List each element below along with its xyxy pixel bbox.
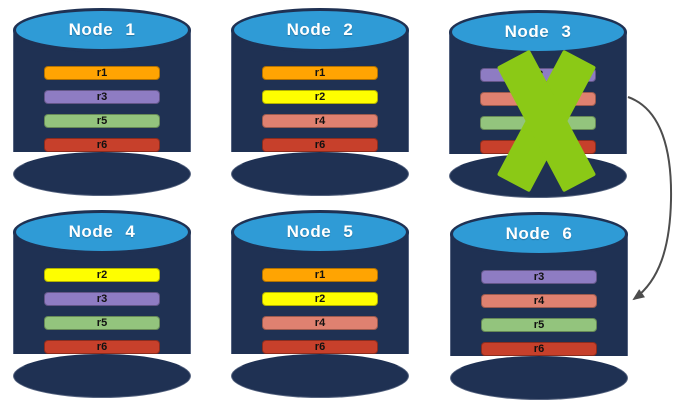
node-4-cylinder: Node 4 r2 r3 r5 r6 xyxy=(13,210,191,398)
record-row: r6 xyxy=(481,342,597,356)
record-row: r3 xyxy=(481,270,597,284)
record-list: r3 r4 r5 r6 xyxy=(480,68,596,164)
record-row: r2 xyxy=(44,268,160,282)
node-title: Node 3 xyxy=(504,22,572,41)
node-title: Node 2 xyxy=(286,20,354,39)
cylinder-top: Node 4 xyxy=(13,210,191,254)
record-list: r1 r2 r4 r6 xyxy=(262,66,378,162)
cylinder-bottom xyxy=(231,152,409,196)
record-row: r1 xyxy=(262,66,378,80)
record-row: r4 xyxy=(481,294,597,308)
node-3-cylinder: Node 3 r3 r4 r5 r6 xyxy=(449,10,627,198)
node-title: Node 6 xyxy=(505,224,573,243)
record-row: r6 xyxy=(262,138,378,152)
node-title: Node 5 xyxy=(286,222,354,241)
record-row: r1 xyxy=(44,66,160,80)
cylinder-bottom xyxy=(13,354,191,398)
record-row: r3 xyxy=(480,68,596,82)
cylinder-bottom xyxy=(450,356,628,400)
record-row: r5 xyxy=(44,316,160,330)
node-title: Node 4 xyxy=(68,222,136,241)
cylinder-top: Node 5 xyxy=(231,210,409,254)
node-6-cylinder: Node 6 r3 r4 r5 r6 xyxy=(450,212,628,400)
cylinder-top: Node 2 xyxy=(231,8,409,52)
record-row: r4 xyxy=(262,114,378,128)
cylinder-top: Node 3 xyxy=(449,10,627,54)
record-row: r6 xyxy=(44,138,160,152)
record-row: r2 xyxy=(262,292,378,306)
record-row: r5 xyxy=(44,114,160,128)
record-row: r4 xyxy=(262,316,378,330)
cylinder-top: Node 6 xyxy=(450,212,628,256)
cylinder-top: Node 1 xyxy=(13,8,191,52)
record-list: r2 r3 r5 r6 xyxy=(44,268,160,364)
node-1-cylinder: Node 1 r1 r3 r5 r6 xyxy=(13,8,191,196)
record-list: r3 r4 r5 r6 xyxy=(481,270,597,366)
record-row: r6 xyxy=(262,340,378,354)
record-row: r4 xyxy=(480,92,596,106)
record-row: r2 xyxy=(262,90,378,104)
record-row: r6 xyxy=(480,140,596,154)
node-5-cylinder: Node 5 r1 r2 r4 r6 xyxy=(231,210,409,398)
record-row: r3 xyxy=(44,292,160,306)
record-row: r1 xyxy=(262,268,378,282)
record-row: r3 xyxy=(44,90,160,104)
cylinder-bottom xyxy=(13,152,191,196)
cylinder-bottom xyxy=(231,354,409,398)
failover-arrow-path xyxy=(627,96,673,301)
record-row: r6 xyxy=(44,340,160,354)
record-list: r1 r2 r4 r6 xyxy=(262,268,378,364)
record-row: r5 xyxy=(480,116,596,130)
record-list: r1 r3 r5 r6 xyxy=(44,66,160,162)
node-title: Node 1 xyxy=(68,20,136,39)
node-2-cylinder: Node 2 r1 r2 r4 r6 xyxy=(231,8,409,196)
record-row: r5 xyxy=(481,318,597,332)
